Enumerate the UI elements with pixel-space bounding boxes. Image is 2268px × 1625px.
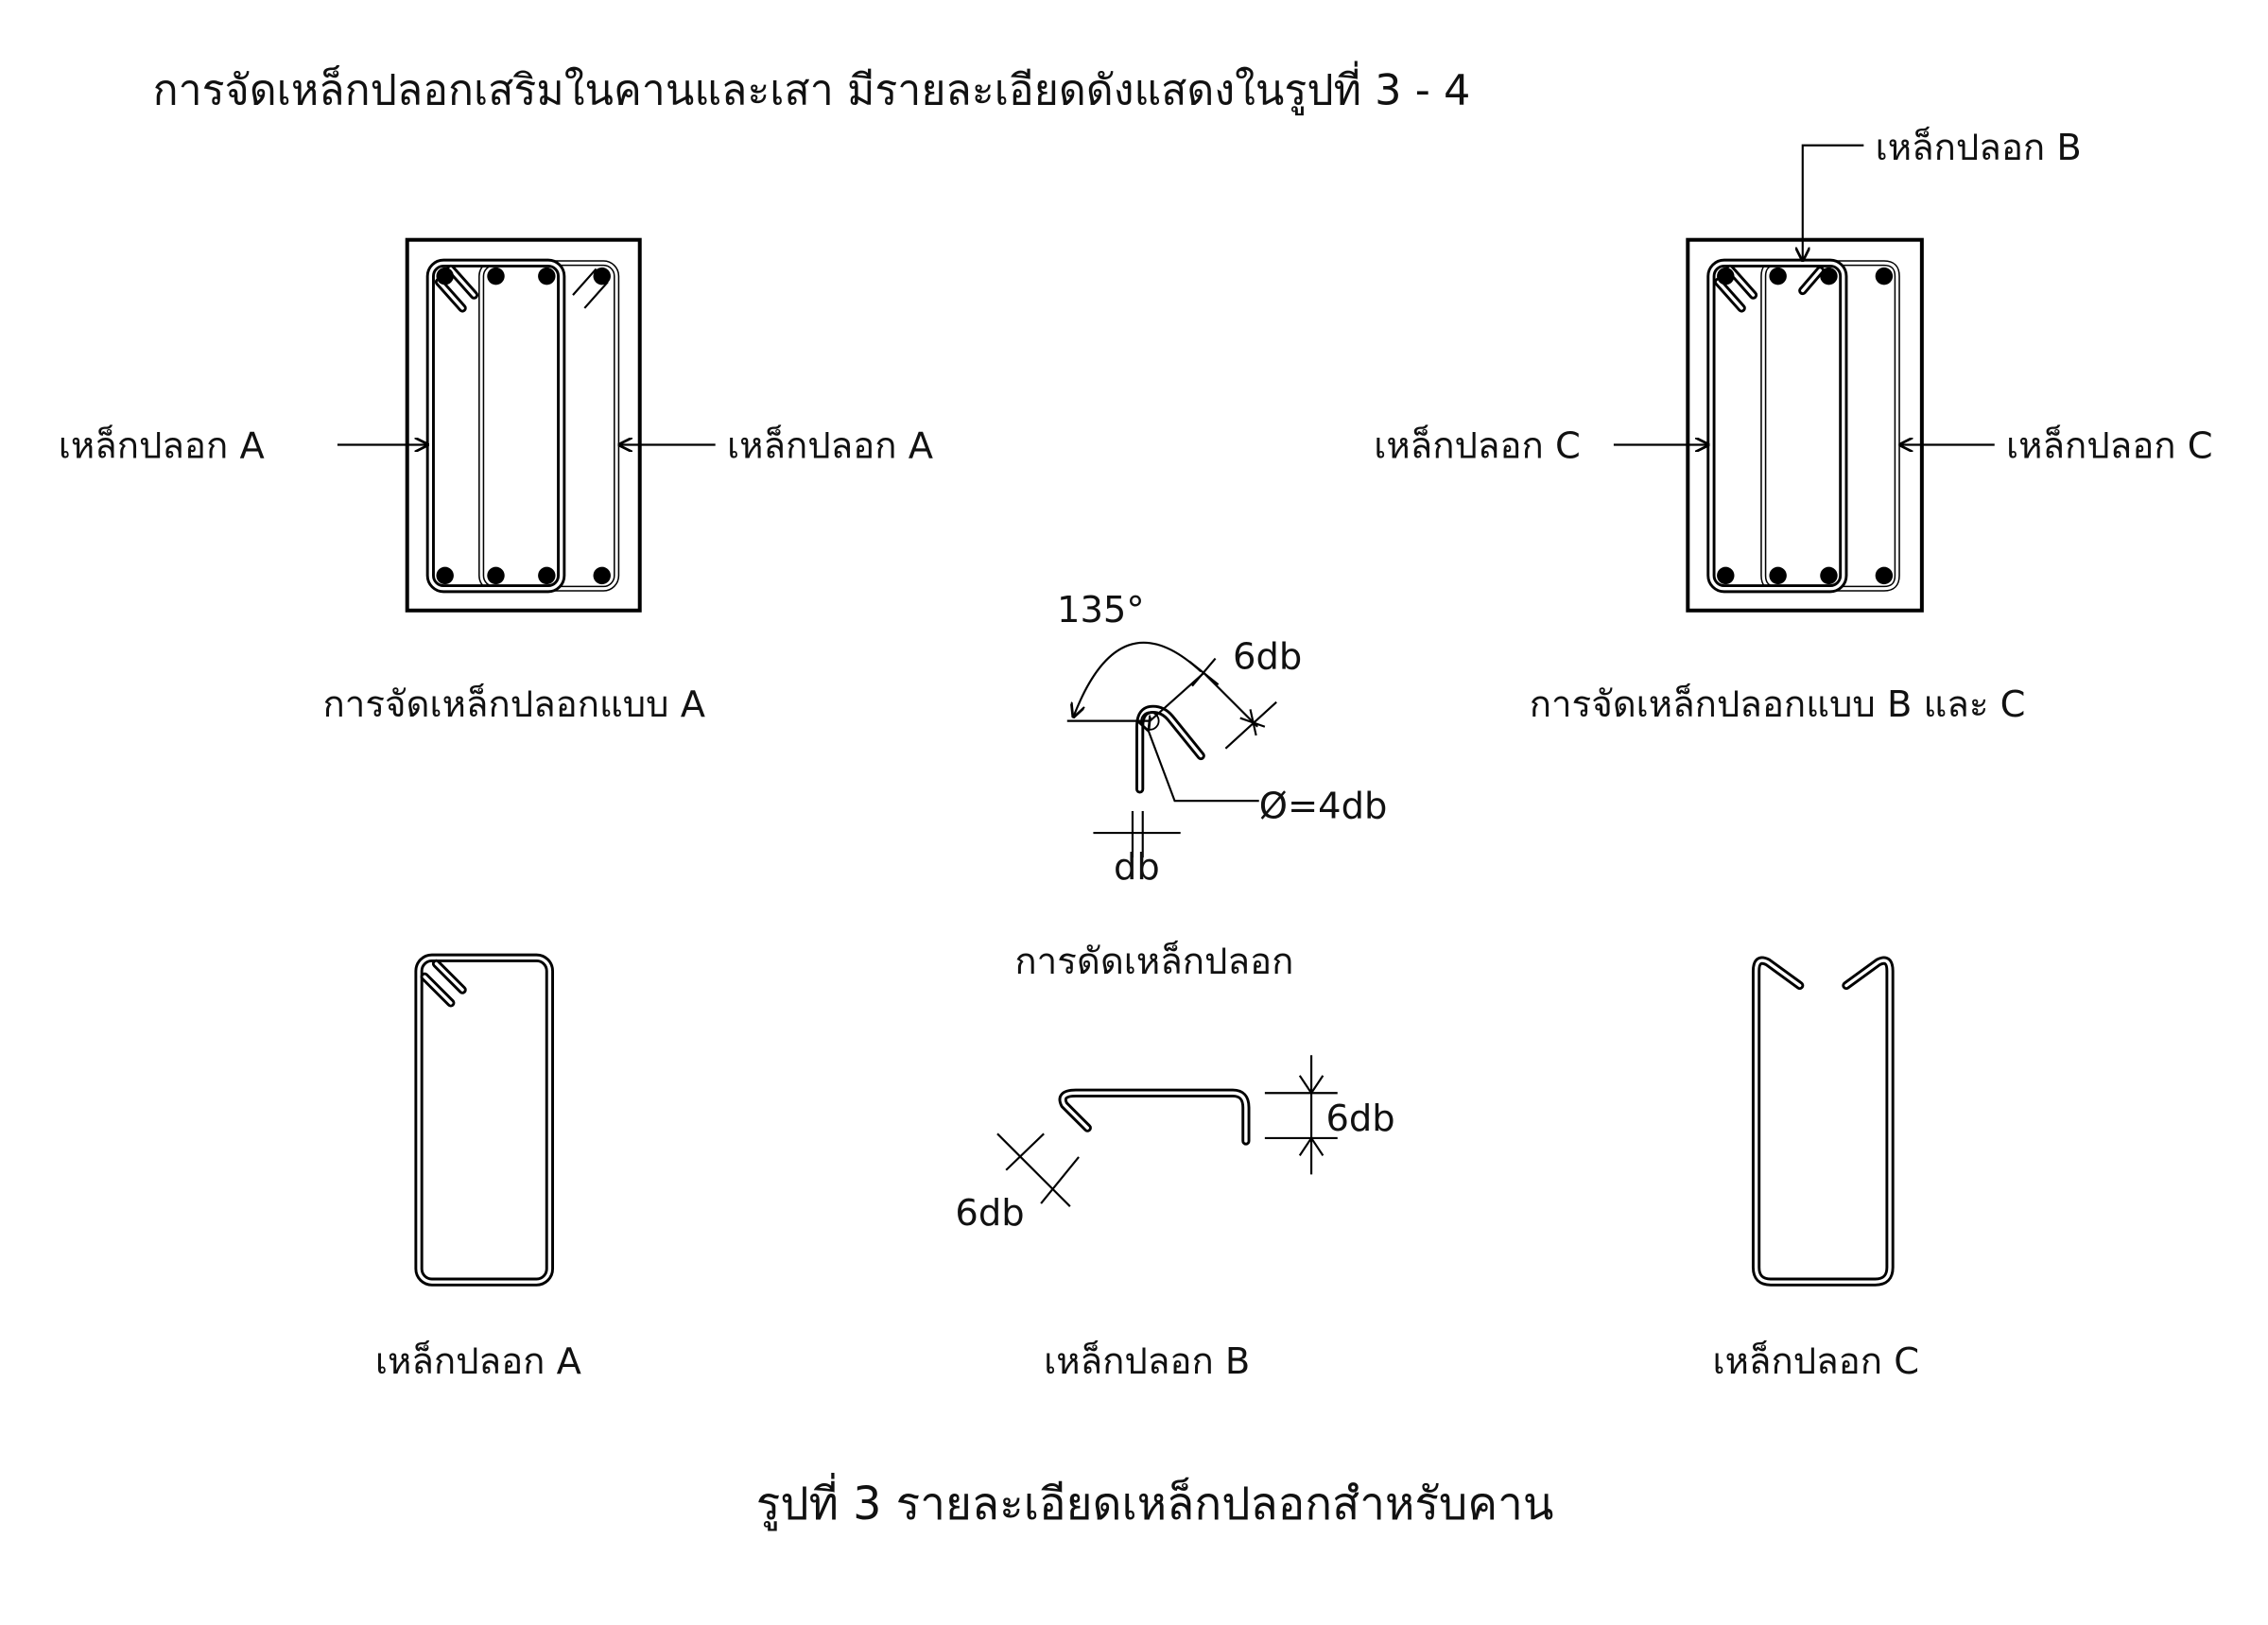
section-bc-caption: การจัดเหล็กปลอกแบบ B และ C (1530, 682, 2026, 726)
stirrup-c-label: เหล็กปลอก C (1712, 1339, 1919, 1383)
section-a-drawing (337, 237, 716, 613)
section-a-label-right: เหล็กปลอก A (727, 423, 933, 467)
stirrup-b-drawing (996, 1055, 1338, 1207)
section-bc-label-left: เหล็กปลอก C (1374, 423, 1581, 467)
stirrup-b-dim-vertical: 6db (1325, 1098, 1394, 1140)
figure-caption: รูปที่ 3 รายละเอียดเหล็กปลอกสำหรับคาน (756, 1473, 1554, 1531)
section-a-caption: การจัดเหล็กปลอกแบบ A (323, 682, 706, 726)
bend-angle-label: 135° (1057, 589, 1145, 631)
section-a-label-left: เหล็กปลอก A (59, 423, 265, 467)
stirrup-a-label: เหล็กปลอก A (375, 1339, 581, 1383)
section-bc-label-right: เหล็กปลอก C (2006, 423, 2213, 467)
stirrup-a-drawing (414, 953, 555, 1287)
bend-diameter-label: Ø=4db (1259, 786, 1388, 828)
header-text: การจัดเหล็กปลอกเสริมในคานและเสา มีรายละเ… (153, 61, 1471, 116)
stirrup-c-drawing (1751, 956, 1895, 1287)
section-bc-drawing (1613, 144, 1995, 613)
bar-diameter-label: db (1114, 846, 1160, 889)
section-bc-label-top: เหล็กปลอก B (1876, 125, 2082, 169)
hook-length-label: 6db (1233, 635, 1302, 678)
bend-detail-caption: การดัดเหล็กปลอก (1014, 939, 1293, 983)
stirrup-b-dim-diagonal: 6db (955, 1192, 1024, 1235)
stirrup-b-label: เหล็กปลอก B (1044, 1339, 1250, 1383)
bend-detail-drawing (1066, 641, 1277, 858)
